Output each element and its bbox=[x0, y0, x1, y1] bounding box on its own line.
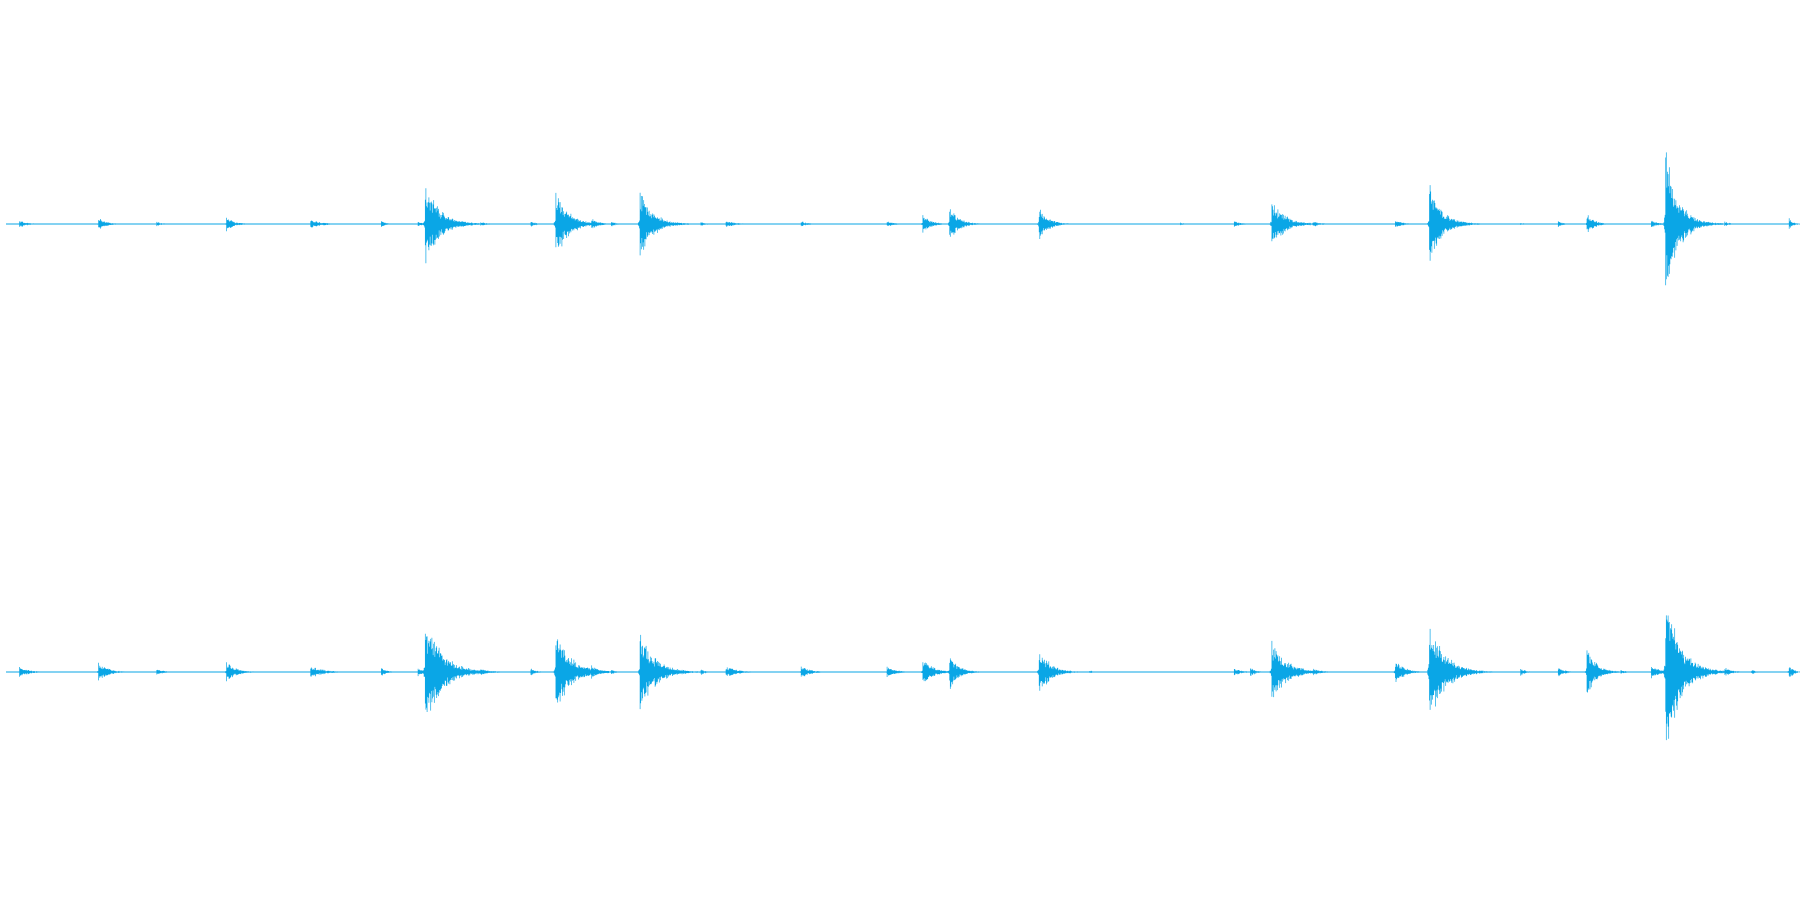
waveform-transient-1-5 bbox=[379, 668, 405, 676]
waveform-transient-0-13 bbox=[637, 192, 703, 256]
waveform-transient-1-10 bbox=[553, 639, 628, 703]
waveform-transient-1-27 bbox=[1427, 628, 1501, 710]
waveform-transient-0-3 bbox=[224, 217, 260, 232]
waveform-transient-0-9 bbox=[528, 222, 552, 227]
waveform-transient-1-2 bbox=[154, 669, 186, 675]
waveform-transient-0-19 bbox=[947, 209, 994, 237]
waveform-transient-1-36 bbox=[1787, 667, 1800, 677]
waveform-transient-1-3 bbox=[224, 662, 271, 682]
waveform-transient-0-33 bbox=[1787, 218, 1800, 229]
waveform-transient-0-24 bbox=[1310, 222, 1340, 227]
waveform-transient-0-25 bbox=[1393, 221, 1427, 227]
waveform-transient-1-4 bbox=[308, 667, 370, 677]
waveform-transient-1-0 bbox=[17, 667, 60, 677]
waveform-transient-0-20 bbox=[1037, 209, 1084, 239]
waveform-transient-0-32 bbox=[1722, 221, 1745, 226]
waveform-transient-0-5 bbox=[379, 221, 403, 227]
waveform-transient-0-29 bbox=[1584, 215, 1623, 232]
waveform-transient-1-28 bbox=[1518, 669, 1544, 676]
waveform-transient-0-16 bbox=[799, 221, 828, 227]
waveform-transient-1-7 bbox=[423, 633, 506, 712]
waveform-transient-0-7 bbox=[423, 188, 497, 264]
waveform-transient-0-22 bbox=[1232, 221, 1262, 227]
waveform-channel-bottom bbox=[6, 615, 1800, 741]
waveform-transient-0-12 bbox=[609, 222, 629, 227]
waveform-transient-0-28 bbox=[1556, 221, 1578, 227]
waveform-transient-1-33 bbox=[1663, 615, 1737, 741]
waveform-transient-0-23 bbox=[1269, 204, 1335, 242]
waveform-transient-1-9 bbox=[528, 668, 554, 676]
waveform-transient-0-27 bbox=[1518, 223, 1534, 225]
waveform-transient-1-25 bbox=[1310, 668, 1345, 676]
waveform-transient-1-24 bbox=[1269, 640, 1344, 698]
waveform-transient-1-20 bbox=[1037, 654, 1093, 691]
waveform-transient-0-14 bbox=[698, 222, 719, 226]
waveform-transient-0-0 bbox=[17, 221, 49, 227]
waveform-transient-0-26 bbox=[1427, 185, 1492, 261]
waveform-transient-0-21 bbox=[1179, 222, 1193, 226]
waveform-transient-0-2 bbox=[154, 221, 177, 227]
waveform-channel-top bbox=[6, 152, 1800, 286]
waveform-transient-1-19 bbox=[947, 658, 994, 689]
waveform-transient-0-10 bbox=[553, 192, 619, 248]
waveform-transient-1-1 bbox=[96, 662, 143, 681]
waveform-transient-0-17 bbox=[884, 221, 915, 226]
waveform-transient-0-31 bbox=[1663, 152, 1728, 286]
waveform-transient-1-21 bbox=[1087, 670, 1107, 673]
waveform-transient-1-35 bbox=[1749, 670, 1771, 674]
waveform-transient-0-4 bbox=[308, 220, 358, 228]
waveform-transient-0-8 bbox=[478, 222, 507, 226]
waveform-transient-1-15 bbox=[723, 667, 775, 676]
